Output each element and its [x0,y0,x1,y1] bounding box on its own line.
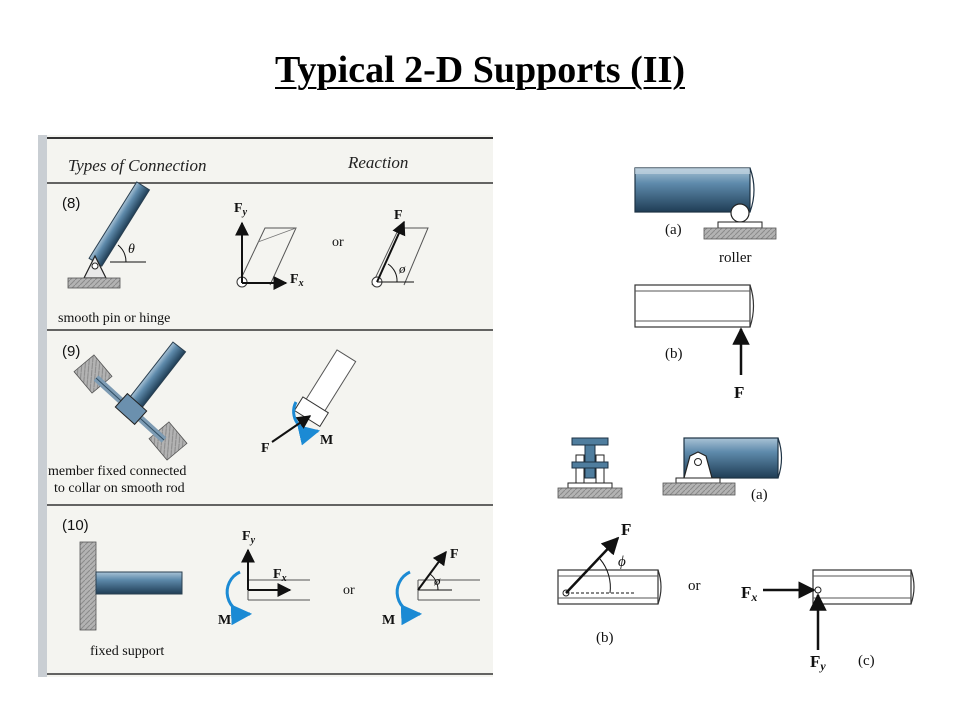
row-10-wall [79,541,97,631]
row-10-fx-label: F [273,567,282,582]
row-9-f-arrow [271,415,312,443]
row-9-m-label: M [320,433,333,448]
row-10-phi-label: ø [433,573,441,588]
fy-label: F [234,201,243,216]
roller-caption: roller [719,250,751,266]
row-8-or: or [332,235,344,250]
row-10-number: (10) [62,517,89,534]
pin-angle-label: ϕ [618,554,626,570]
pin-or: or [688,578,701,594]
row-8-ground [67,277,121,289]
row-10-moment-1 [225,570,253,626]
svg-text:Fx: Fx [741,583,757,604]
pin-f-label: F [621,520,631,539]
svg-text:Fy: Fy [234,201,248,218]
header-connection: Types of Connection [68,156,207,175]
scan-edge [38,135,47,677]
row-10-f-arrow [417,550,447,591]
row-9-number: (9) [62,343,80,360]
pin-f-arrow [565,536,620,594]
f-arrow-angled [376,220,406,283]
pin-fx-sub: x [750,590,757,604]
pin-diagram-b: F ϕ (b) or [557,520,701,646]
row-8-pin-hinge: (8) θ smooth pin or hinge Fy Fx or F ø [58,181,429,326]
pin-clevis-diagram [557,437,623,499]
roller-part-a: (a) [665,222,682,238]
svg-text:Fy: Fy [242,529,256,546]
row-10-fixed: (10) fixed support Fy Fx M or F ø M [62,517,480,659]
fy-sub: y [242,207,248,218]
roller-diagram-b: (b) F [634,284,755,402]
pin-part-c: (c) [858,653,875,669]
row-10-fy-sub: y [250,535,256,546]
svg-text:Fx: Fx [273,567,287,584]
row-10-fy-label: F [242,529,251,544]
roller-diagram-a: (a) roller [634,167,777,266]
row-10-caption: fixed support [90,644,164,659]
row-8-phi-label: ø [398,261,406,276]
pin-fy-label: F [810,652,820,671]
pin-side-diagram: (a) [662,437,783,503]
row-9-f-label: F [261,441,270,456]
fx-sub: x [298,278,304,289]
pin-diagram-c: Fx Fy (c) [741,569,915,673]
roller-part-b: (b) [665,346,683,362]
theta-label: θ [128,242,135,257]
row-10-fx-sub: x [281,573,287,584]
header-reaction: Reaction [347,153,408,172]
roller-f-label: F [734,383,744,402]
row-8-f-label: F [394,208,403,223]
pin-fy-sub: y [818,659,826,673]
row-10-moment-2 [395,570,423,626]
row-9-caption-2: to collar on smooth rod [54,481,185,496]
pin-part-a: (a) [751,487,768,503]
row-9-collar: (9) member fixed connected to collar on … [48,341,357,496]
svg-text:Fx: Fx [290,272,304,289]
row-10-m-label-2: M [382,613,395,628]
row-10-m-label-1: M [218,613,231,628]
row-10-f-label: F [450,547,459,562]
row-8-number: (8) [62,195,80,212]
row-9-caption-1: member fixed connected [48,464,186,479]
pin-fx-label: F [741,583,751,602]
row-8-caption: smooth pin or hinge [58,311,170,326]
fx-label: F [290,272,299,287]
row-10-or: or [343,583,355,598]
pin-part-b: (b) [596,630,614,646]
page-title: Typical 2-D Supports (II) [275,49,685,91]
svg-text:Fy: Fy [810,652,826,673]
